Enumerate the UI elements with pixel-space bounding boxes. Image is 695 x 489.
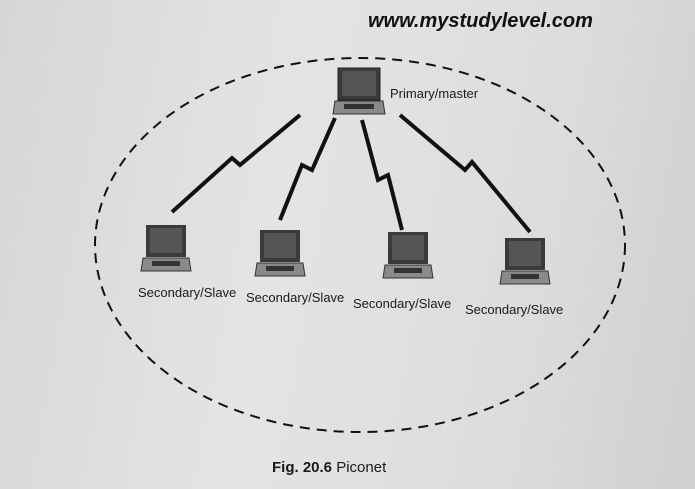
- slave-label: Secondary/Slave: [138, 285, 236, 300]
- wireless-link-1: [170, 113, 302, 214]
- slave-label: Secondary/Slave: [353, 296, 451, 311]
- master-laptop-icon: [332, 67, 386, 115]
- wireless-link-3: [360, 119, 404, 231]
- watermark: www.mystudylevel.com: [368, 10, 593, 32]
- piconet-boundary: [94, 57, 626, 433]
- figure-caption: Fig. 20.6 Piconet: [272, 459, 386, 476]
- slave-laptop-icon: [382, 232, 434, 279]
- slave-label: Secondary/Slave: [246, 290, 344, 305]
- wireless-link-4: [398, 113, 532, 234]
- master-label: Primary/master: [390, 86, 479, 101]
- figure-title: Piconet: [336, 459, 387, 476]
- slave-label: Secondary/Slave: [465, 302, 563, 317]
- figure-number: Fig. 20.6: [272, 459, 333, 476]
- slave-laptop-icon: [254, 230, 306, 277]
- slave-laptop-icon: [140, 225, 192, 272]
- wireless-link-2: [278, 117, 337, 221]
- slave-laptop-icon: [499, 238, 551, 285]
